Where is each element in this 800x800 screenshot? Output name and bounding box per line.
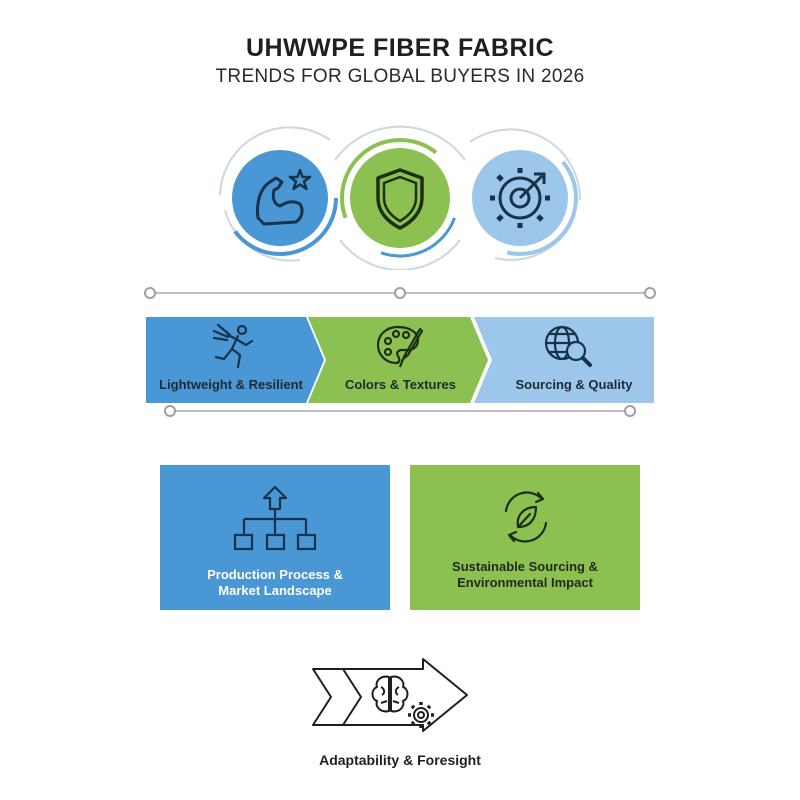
page-subtitle: TRENDS FOR GLOBAL BUYERS IN 2026 bbox=[215, 66, 585, 87]
palette-brush-icon bbox=[376, 325, 424, 368]
running-winged-figure-icon bbox=[212, 323, 254, 369]
timeline-lines bbox=[140, 280, 660, 420]
chevron-lightweight: Lightweight & Resilient bbox=[146, 317, 326, 403]
chevron-colors: Colors & Textures bbox=[308, 317, 488, 403]
shield-icon bbox=[350, 148, 450, 248]
box-production: Production Process & Market Landscape bbox=[160, 465, 390, 610]
box-label-line1: Production Process & bbox=[207, 567, 343, 582]
chevron-row: Lightweight & Resilient Colors & Texture… bbox=[146, 317, 654, 403]
box-sustainable: Sustainable Sourcing & Environmental Imp… bbox=[410, 465, 640, 610]
box-label-line2: Environmental Impact bbox=[457, 575, 593, 590]
chevron-label: Colors & Textures bbox=[344, 377, 456, 392]
brain-gear-arrow-icon bbox=[312, 658, 468, 732]
bottom-label: Adaptability & Foresight bbox=[319, 752, 481, 768]
chevron-sourcing: Sourcing & Quality bbox=[474, 317, 654, 403]
box-label-line1: Sustainable Sourcing & bbox=[452, 559, 598, 574]
page-title: UHWWPE FIBER FABRIC bbox=[245, 34, 555, 62]
hierarchy-icon bbox=[233, 485, 317, 551]
top-icon-group bbox=[200, 120, 600, 271]
flexed-arm-star-icon bbox=[232, 150, 328, 246]
box-label-line2: Market Landscape bbox=[218, 583, 332, 598]
chevron-label: Lightweight & Resilient bbox=[159, 377, 303, 392]
chevron-label: Sourcing & Quality bbox=[515, 377, 633, 392]
globe-magnifier-icon bbox=[544, 325, 592, 367]
leaf-cycle-icon bbox=[504, 491, 548, 543]
gear-target-icon bbox=[472, 150, 568, 246]
